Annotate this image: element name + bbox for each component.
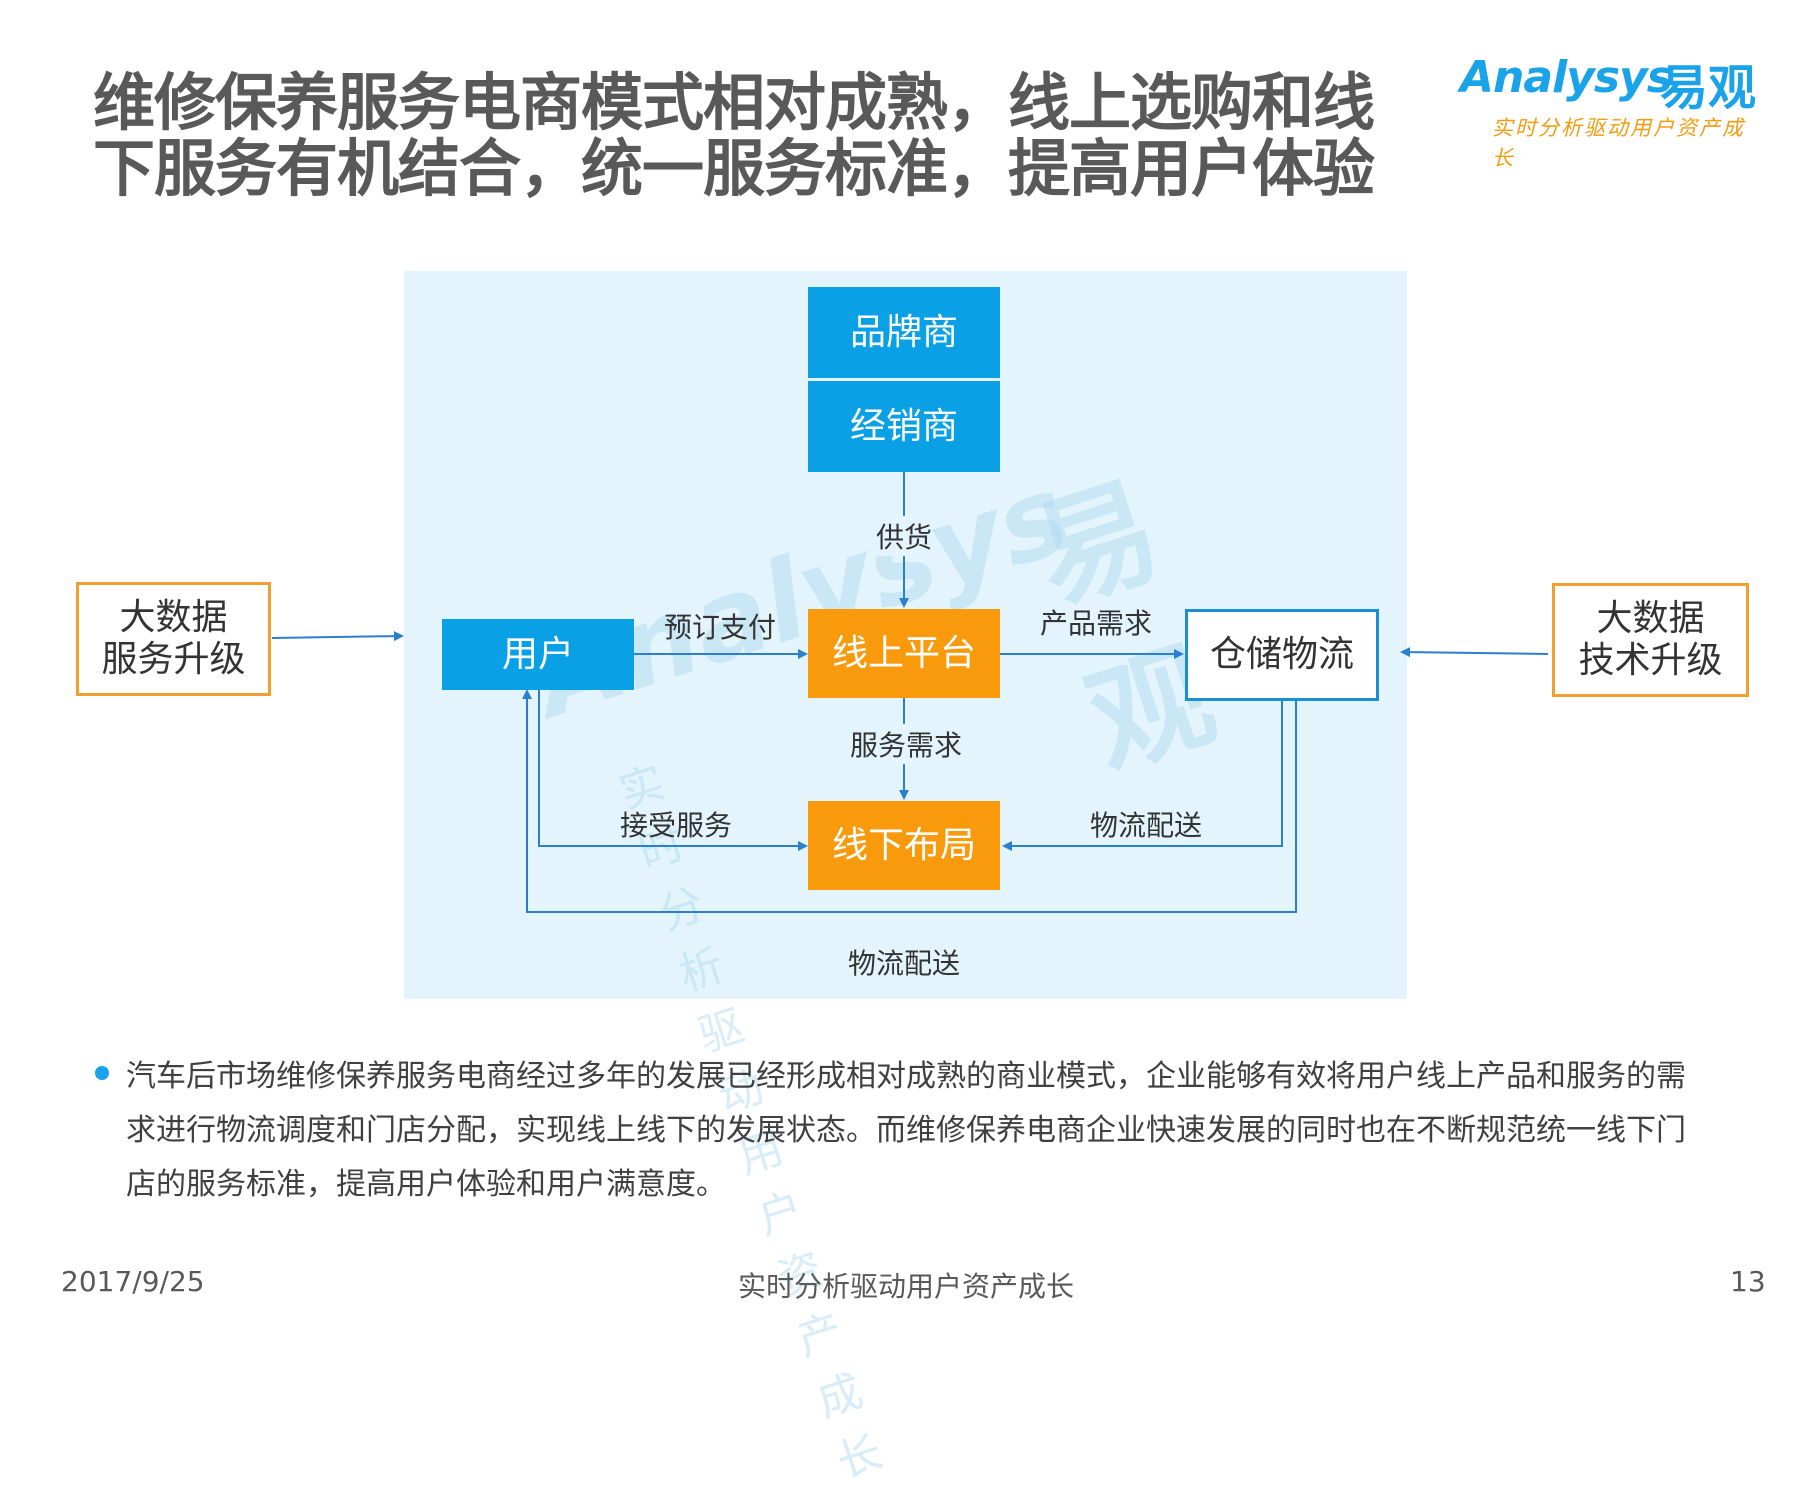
footer-slogan: 实时分析驱动用户资产成长 bbox=[738, 1270, 1075, 1303]
edge-label-service-demand: 服务需求 bbox=[850, 724, 963, 764]
edge-bigdata-tech-to-logistics bbox=[1400, 647, 1549, 658]
node-offline-layout: 线下布局 bbox=[808, 801, 1000, 890]
node-offline-layout-label: 线下布局 bbox=[831, 824, 976, 866]
node-online-platform-label: 线上平台 bbox=[831, 632, 976, 674]
node-brand-label: 品牌商 bbox=[849, 311, 958, 353]
node-user-label: 用户 bbox=[501, 633, 574, 675]
edge-label-supply: 供货 bbox=[876, 516, 933, 556]
node-logistics-label: 仓储物流 bbox=[1209, 634, 1354, 675]
diagram-connectors bbox=[271, 472, 1549, 913]
logo-tagline: 实时分析驱动用户资产成长 bbox=[1492, 116, 1745, 170]
node-bigdata-tech: 大数据 技术升级 bbox=[1552, 583, 1749, 697]
node-logistics: 仓储物流 bbox=[1185, 609, 1379, 701]
summary-paragraph: 汽车后市场维修保养服务电商经过多年的发展已经形成相对成熟的商业模式，企业能够有效… bbox=[126, 1059, 1686, 1202]
node-brand: 品牌商 bbox=[808, 287, 1000, 378]
edge-receive-service bbox=[538, 690, 808, 851]
node-user: 用户 bbox=[442, 619, 634, 690]
page-title: 维修保养服务电商模式相对成熟，线上选购和线下服务有机结合，统一服务标准，提高用户… bbox=[93, 66, 1375, 205]
analysys-logo: Analysys 易观 实时分析驱动用户资产成长 bbox=[1460, 52, 1760, 170]
edge-label-book-pay: 预订支付 bbox=[664, 611, 777, 644]
edge-label-receive-service: 接受服务 bbox=[620, 809, 733, 842]
footer-page-number: 13 bbox=[1730, 1265, 1766, 1298]
edge-label-logistics-delivery-user: 物流配送 bbox=[848, 947, 961, 980]
node-dealer: 经销商 bbox=[808, 381, 1000, 472]
edge-logistics-to-user bbox=[522, 689, 1297, 913]
node-bigdata-tech-label: 大数据 技术升级 bbox=[1578, 598, 1723, 681]
edge-bigdata-service-to-panel bbox=[271, 631, 404, 642]
edge-label-logistics-delivery-offline: 物流配送 bbox=[1090, 809, 1203, 842]
node-bigdata-service: 大数据 服务升级 bbox=[76, 582, 271, 696]
node-online-platform: 线上平台 bbox=[808, 609, 1000, 698]
footer-date: 2017/9/25 bbox=[61, 1265, 205, 1298]
logo-chinese-name: 易观 bbox=[1660, 60, 1757, 116]
bullet-icon bbox=[95, 1066, 109, 1080]
logo-wordmark: Analysys bbox=[1460, 52, 1673, 103]
node-dealer-label: 经销商 bbox=[849, 405, 958, 447]
edge-logistics-to-offline bbox=[1002, 701, 1283, 851]
edge-label-product-demand: 产品需求 bbox=[1040, 607, 1153, 640]
node-bigdata-service-label: 大数据 服务升级 bbox=[101, 597, 246, 680]
